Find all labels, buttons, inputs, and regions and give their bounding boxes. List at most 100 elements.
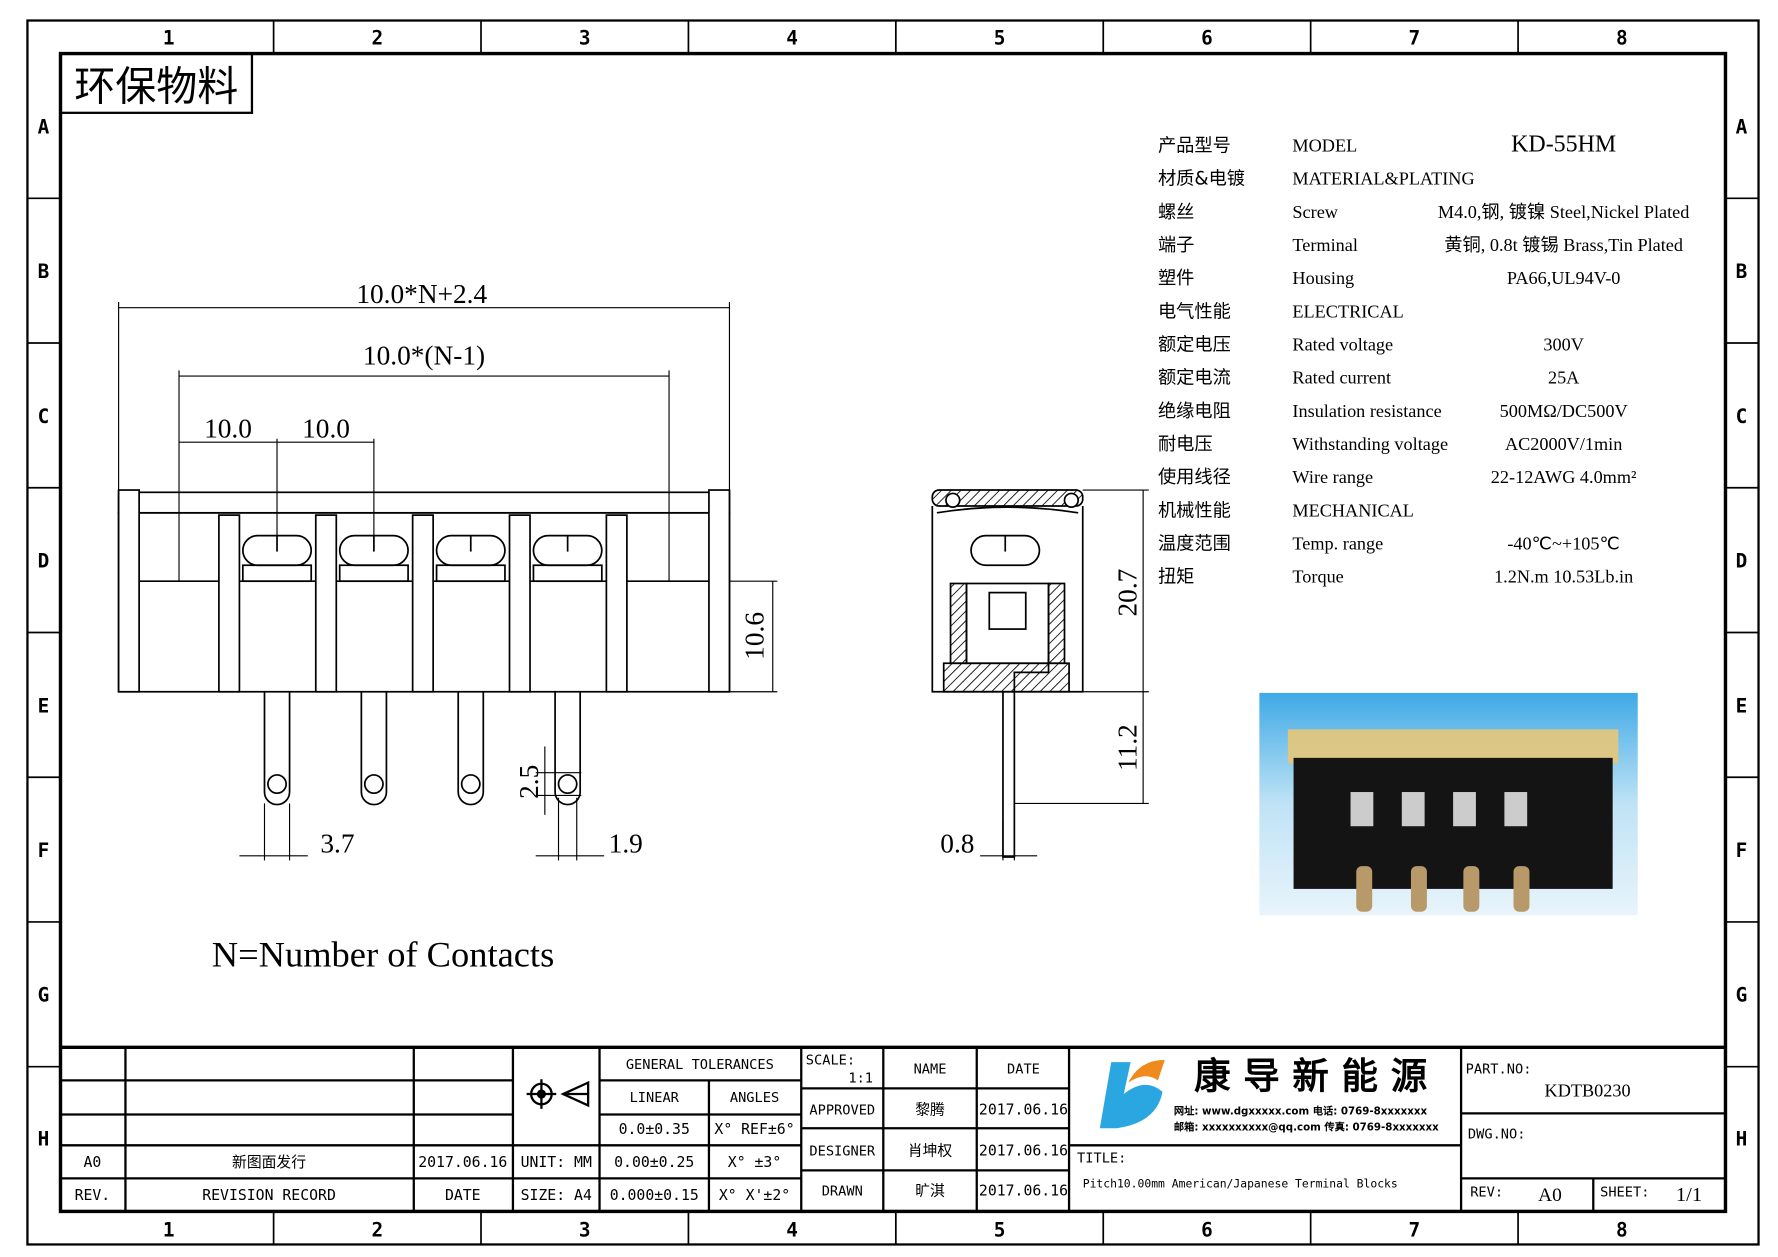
spec-label-cn: 绝缘电阻 bbox=[1158, 401, 1231, 422]
name-header: NAME bbox=[914, 1062, 947, 1078]
spec-label-en: Rated current bbox=[1292, 368, 1391, 388]
col-label: 7 bbox=[1409, 26, 1421, 49]
person-name: 旷淇 bbox=[915, 1182, 945, 1199]
spec-label-en: Housing bbox=[1292, 268, 1354, 288]
tol-linear: 0.000±0.15 bbox=[610, 1187, 699, 1204]
row-label: H bbox=[1736, 1127, 1748, 1150]
spec-label-cn: 耐电压 bbox=[1158, 434, 1213, 455]
col-label: 8 bbox=[1616, 1218, 1628, 1241]
spec-label-en: Wire range bbox=[1292, 467, 1373, 487]
part-no-label: PART.NO: bbox=[1466, 1062, 1532, 1078]
scale-label: SCALE: bbox=[806, 1052, 855, 1068]
spec-value: 300V bbox=[1543, 335, 1584, 355]
tol-angle: X° ±3° bbox=[728, 1154, 781, 1171]
spec-value: 黄铜, 0.8t 镀锡 Brass,Tin Plated bbox=[1444, 235, 1683, 255]
tolerance-title: GENERAL TOLERANCES bbox=[626, 1057, 774, 1073]
col-label: 6 bbox=[1201, 1218, 1213, 1241]
row-label: G bbox=[1736, 984, 1748, 1007]
person-name: 肖坤权 bbox=[908, 1143, 953, 1160]
front-view bbox=[117, 489, 731, 806]
contacts-note: N=Number of Contacts bbox=[212, 934, 555, 974]
spec-value: 22-12AWG 4.0mm² bbox=[1491, 467, 1637, 487]
spec-label-cn: 螺丝 bbox=[1158, 202, 1194, 223]
company-contact: 邮箱: xxxxxxxxxx@qq.com 传真: 0769-8xxxxxxx bbox=[1174, 1121, 1439, 1134]
row-label: F bbox=[38, 839, 50, 862]
unit: UNIT: MM bbox=[521, 1154, 592, 1171]
row-label: A bbox=[1736, 115, 1748, 138]
dim-pitch-a: 10.0 bbox=[204, 414, 252, 444]
dim-pitch-total: 10.0*(N-1) bbox=[363, 341, 485, 371]
spec-value: -40℃~+105℃ bbox=[1507, 534, 1620, 554]
size: SIZE: A4 bbox=[521, 1187, 592, 1204]
spec-label-en: Temp. range bbox=[1292, 534, 1383, 554]
sheet: 1/1 bbox=[1676, 1184, 1702, 1206]
row-label: D bbox=[1736, 550, 1748, 573]
spec-label-cn: 塑件 bbox=[1158, 268, 1194, 289]
front-dimensions bbox=[118, 301, 778, 861]
role: DRAWN bbox=[822, 1183, 863, 1199]
eco-label: 环保物料 bbox=[74, 62, 238, 110]
role: DESIGNER bbox=[809, 1144, 876, 1160]
spec-label-en: Insulation resistance bbox=[1292, 401, 1441, 421]
spec-label-en: Torque bbox=[1292, 567, 1343, 587]
spec-value: 500MΩ/DC500V bbox=[1500, 401, 1628, 421]
spec-value: 25A bbox=[1548, 368, 1580, 388]
spec-value: AC2000V/1min bbox=[1505, 434, 1622, 454]
row-label: D bbox=[38, 550, 50, 573]
drawing-title: Pitch10.00mm American/Japanese Terminal … bbox=[1083, 1176, 1398, 1190]
title-block-text: A0 新图面发行 2017.06.16 REV. REVISION RECORD… bbox=[75, 1052, 1068, 1204]
col-label: 1 bbox=[163, 26, 175, 49]
spec-value: M4.0,钢, 镀镍 Steel,Nickel Plated bbox=[1438, 202, 1690, 222]
spec-value: KD-55HM bbox=[1511, 132, 1616, 158]
col-label: 6 bbox=[1201, 26, 1213, 49]
spec-label-cn: 产品型号 bbox=[1158, 136, 1231, 157]
zone-grid bbox=[27, 20, 1759, 1245]
spec-label-en: Screw bbox=[1292, 202, 1338, 222]
col-label: 4 bbox=[786, 1218, 798, 1241]
angles-header: ANGLES bbox=[730, 1090, 779, 1106]
spec-label-cn: 材质&电镀 bbox=[1158, 169, 1245, 190]
rev-header: REV. bbox=[75, 1187, 111, 1204]
col-label: 2 bbox=[371, 1218, 383, 1241]
company-name: 康 导 新 能 源 bbox=[1194, 1054, 1428, 1097]
spec-label-cn: 机械性能 bbox=[1158, 500, 1231, 521]
spec-label-cn: 扭矩 bbox=[1158, 567, 1194, 588]
dim-overall: 10.0*N+2.4 bbox=[356, 279, 487, 309]
linear-header: LINEAR bbox=[630, 1090, 680, 1106]
tol-angle: X° REF±6° bbox=[714, 1121, 794, 1138]
role: APPROVED bbox=[809, 1103, 875, 1119]
col-label: 2 bbox=[371, 26, 383, 49]
row-label: E bbox=[1736, 694, 1748, 717]
spec-label-cn: 额定电压 bbox=[1158, 335, 1231, 356]
rev-value: A0 bbox=[83, 1154, 101, 1171]
spec-label-en: MATERIAL&PLATING bbox=[1292, 169, 1474, 189]
rev: A0 bbox=[1538, 1185, 1562, 1206]
side-dimensions bbox=[980, 489, 1149, 861]
company-logo bbox=[1099, 1059, 1165, 1129]
rev-label: REV: bbox=[1470, 1185, 1503, 1201]
person-date: 2017.06.16 bbox=[979, 1182, 1068, 1199]
person-name: 黎腾 bbox=[915, 1102, 945, 1119]
row-label: C bbox=[38, 405, 50, 428]
inner-border bbox=[58, 51, 1728, 1214]
dim-pin-gap: 1.9 bbox=[609, 828, 643, 858]
row-label: C bbox=[1736, 405, 1748, 428]
col-label: 5 bbox=[994, 26, 1006, 49]
rev-date: 2017.06.16 bbox=[418, 1154, 507, 1171]
part-no: KDTB0230 bbox=[1545, 1080, 1631, 1100]
person-date: 2017.06.16 bbox=[979, 1102, 1068, 1119]
person-date: 2017.06.16 bbox=[979, 1143, 1068, 1160]
title-block-lines bbox=[60, 1045, 1726, 1212]
scale-value: 1:1 bbox=[848, 1071, 873, 1087]
rev-record: 新图面发行 bbox=[232, 1154, 306, 1171]
tol-angle: X° X'±2° bbox=[719, 1187, 790, 1204]
spec-label-cn: 温度范围 bbox=[1158, 534, 1231, 555]
tol-linear: 0.0±0.35 bbox=[619, 1121, 690, 1138]
tol-linear: 0.00±0.25 bbox=[614, 1154, 694, 1171]
spec-label-en: Terminal bbox=[1292, 235, 1358, 255]
spec-label-cn: 额定电流 bbox=[1158, 368, 1231, 389]
col-label: 8 bbox=[1616, 26, 1628, 49]
date-header: DATE bbox=[1007, 1062, 1040, 1078]
